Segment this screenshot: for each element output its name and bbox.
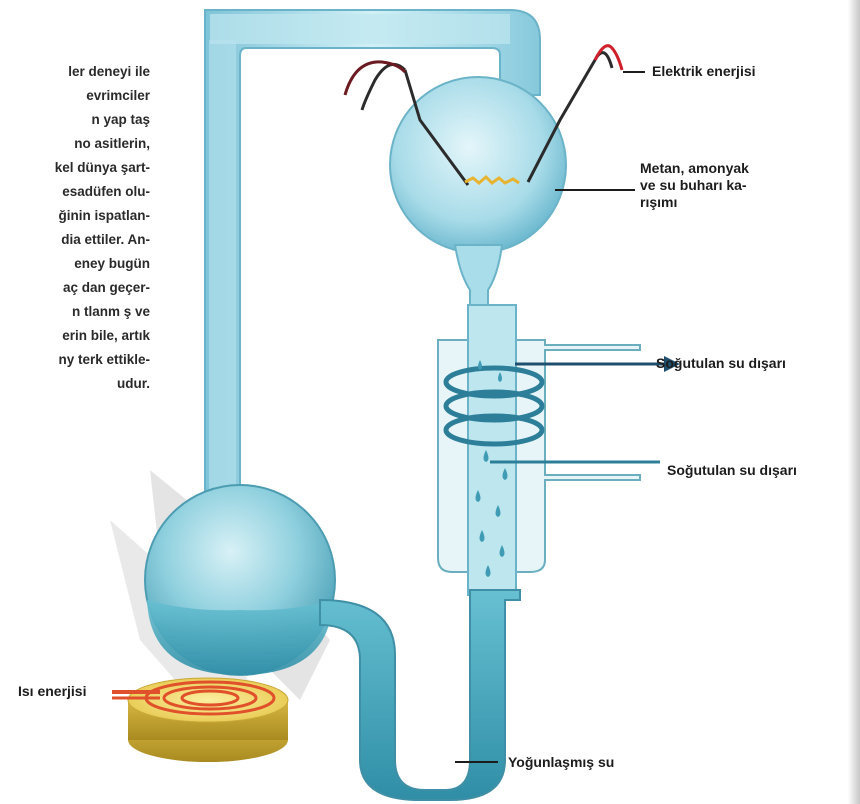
label-condensed-water: Yoğunlaşmış su xyxy=(508,754,614,771)
label-line: rışımı xyxy=(640,194,749,211)
label-heat-energy: Isı enerjisi xyxy=(18,683,86,700)
condenser-inner-tube xyxy=(468,305,516,595)
label-electric-energy: Elektrik enerjisi xyxy=(652,63,756,80)
label-gas-mixture: Metan, amonyak ve su buharı ka- rışımı xyxy=(640,160,749,211)
label-cooling-out: Soğutulan su dışarı xyxy=(656,355,786,372)
bulb-neck xyxy=(455,245,502,305)
label-cooling-in: Soğutulan su dışarı xyxy=(667,462,797,479)
label-line: ve su buharı ka- xyxy=(640,177,749,194)
page-edge-shadow xyxy=(848,0,860,804)
label-line: Metan, amonyak xyxy=(640,160,749,177)
